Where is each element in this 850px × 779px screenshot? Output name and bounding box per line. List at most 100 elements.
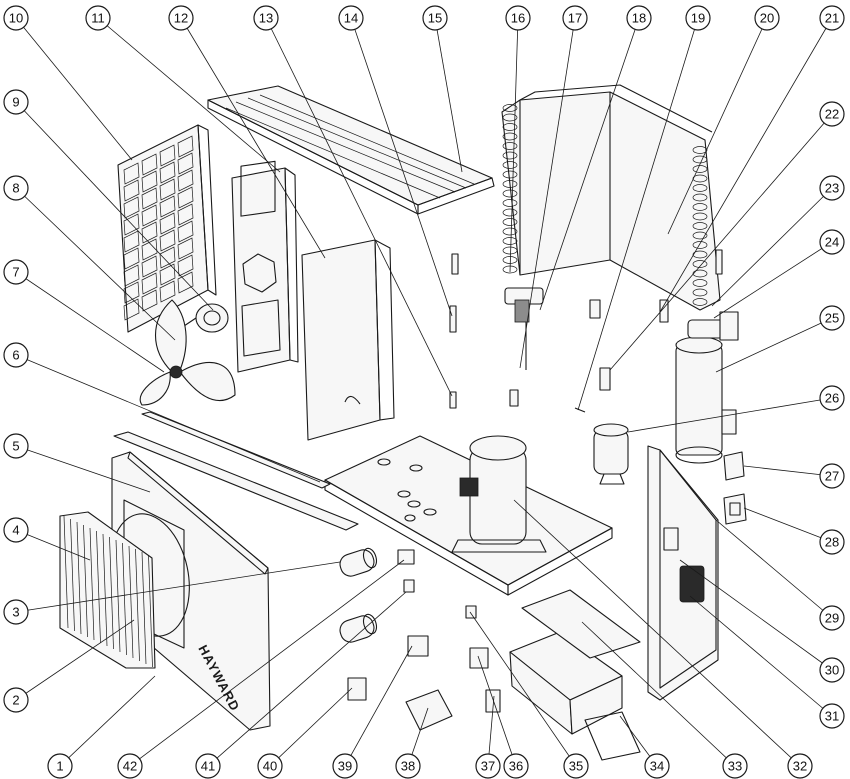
callout-1: 1 (47, 753, 73, 779)
leader-line-40 (269, 687, 353, 767)
coil-tube-bend (692, 269, 708, 278)
coil-tube-bend (692, 212, 708, 221)
coil-tube-bend (502, 132, 518, 141)
grille-bar (122, 542, 127, 656)
grille-cell (141, 255, 158, 278)
coil-tube-bend (692, 165, 708, 173)
callout-circle (562, 5, 588, 31)
part-fan-bracket (231, 160, 299, 373)
leader-lines (15, 17, 833, 767)
callout-number: 25 (825, 311, 839, 326)
callout-number: 30 (825, 663, 839, 678)
leader-line-31 (689, 595, 833, 717)
grille-bar (109, 536, 114, 650)
callout-circle (257, 753, 283, 779)
grille-cell (177, 271, 194, 294)
grille-bar (96, 530, 101, 644)
callout-circle (644, 753, 670, 779)
grille-cell (177, 237, 194, 260)
callout-circle (332, 753, 358, 779)
coil-tube-bend (692, 241, 708, 249)
grille-cell (123, 264, 140, 287)
callout-circle (117, 753, 143, 779)
grille-bar (83, 524, 88, 638)
callout-circle (819, 529, 845, 555)
grille-cell (159, 263, 176, 286)
part-side-panel (647, 445, 719, 701)
leader-line-13 (265, 17, 453, 397)
callout-circle (787, 753, 813, 779)
callout-circle (754, 5, 780, 31)
callout-number: 32 (793, 759, 807, 774)
callout-number: 10 (9, 11, 23, 26)
callout-20: 20 (754, 5, 780, 31)
grille-bar (128, 545, 134, 659)
callout-circle (3, 433, 29, 459)
grille-cell (123, 298, 140, 321)
leader-line-27 (743, 465, 833, 477)
leader-line-39 (344, 645, 413, 767)
grille-cell (123, 247, 140, 270)
coil-tube-bend (692, 155, 708, 164)
callout-number: 11 (91, 11, 105, 26)
callout-11: 11 (85, 5, 111, 31)
callout-number: 15 (428, 11, 442, 26)
callout-number: 24 (825, 235, 839, 250)
grille-cell (159, 144, 176, 167)
grille-cell (141, 170, 158, 193)
part-capacitor-2 (339, 613, 378, 643)
coil-tube-bend (502, 218, 518, 226)
callout-21: 21 (819, 5, 845, 31)
leader-line-9 (15, 101, 214, 311)
part-divider-panel (301, 239, 395, 441)
leader-line-17 (519, 17, 576, 369)
leader-line-22 (609, 113, 833, 371)
callout-14: 14 (338, 5, 364, 31)
callout-17: 17 (562, 5, 588, 31)
callout-31: 31 (819, 703, 845, 729)
callout-number: 21 (825, 11, 839, 26)
grille-cell (141, 221, 158, 244)
callout-circle (685, 5, 711, 31)
callout-27: 27 (819, 463, 845, 489)
callout-33: 33 (722, 753, 748, 779)
callout-circle (85, 5, 111, 31)
grille-cell (141, 153, 158, 176)
coil-tube-bend (502, 142, 518, 150)
leader-line-24 (713, 241, 833, 319)
leader-line-32 (513, 499, 801, 767)
grille-bar (141, 551, 147, 665)
callout-41: 41 (195, 753, 221, 779)
callout-number: 16 (511, 11, 525, 26)
part-compressor (451, 435, 547, 553)
callout-10: 10 (3, 5, 29, 31)
leader-line-5 (15, 445, 151, 493)
grille-bar (148, 554, 153, 668)
leader-line-11 (97, 17, 281, 173)
part-electrical-box (509, 631, 641, 761)
callout-circle (475, 753, 501, 779)
grille-cell (177, 152, 194, 175)
callout-number: 17 (568, 11, 582, 26)
callout-number: 3 (12, 605, 19, 620)
callout-32: 32 (787, 753, 813, 779)
part-electrical-components (347, 549, 501, 731)
callout-circle (338, 5, 364, 31)
callout-25: 25 (819, 305, 845, 331)
callout-4: 4 (3, 517, 29, 543)
callout-circle (253, 5, 279, 31)
grille-cell (123, 179, 140, 202)
coil-tube-bend (692, 250, 708, 259)
grille-cell (141, 289, 158, 312)
callout-9: 9 (3, 89, 29, 115)
leader-line-4 (15, 529, 91, 561)
callout-15: 15 (422, 5, 448, 31)
part-rear-grille (117, 124, 217, 333)
callout-19: 19 (685, 5, 711, 31)
callout-18: 18 (626, 5, 652, 31)
leader-line-16 (509, 17, 519, 273)
coil-tube-bend (502, 161, 518, 169)
leader-line-10 (15, 17, 133, 161)
callout-circle (3, 89, 29, 115)
part-evaporator-coil (501, 84, 721, 311)
